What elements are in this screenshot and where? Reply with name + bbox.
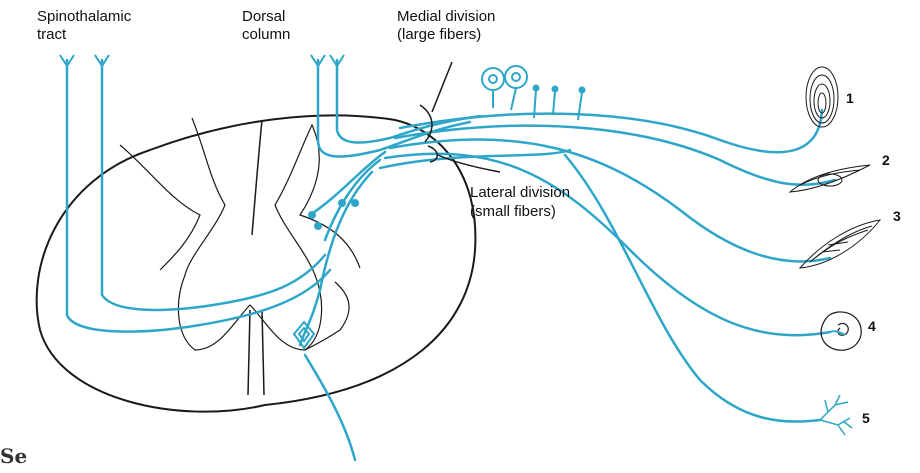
spinothalamic-fibers: [67, 60, 330, 332]
synaptic-terminals: [308, 199, 359, 230]
receptor-3-muscle-spindle: [800, 220, 880, 268]
receptor-number-3: 3: [893, 208, 901, 224]
label-dorsal-line2: column: [242, 26, 290, 44]
intraspinal-fibers: [300, 152, 385, 460]
dorsal-root-fibers: [380, 110, 835, 422]
receptor-number-5: 5: [862, 410, 870, 426]
fiber-to-receptor-4: [385, 154, 830, 336]
ganglion-cell-large-1: [482, 68, 504, 90]
label-lateral-line1: Lateral division: [470, 184, 570, 202]
label-dorsal-line1: Dorsal: [242, 8, 285, 26]
label-medial-line2: (large fibers): [397, 26, 481, 44]
spinothalamic-fiber-inner: [102, 60, 325, 310]
receptor-2-ending: [790, 165, 870, 192]
label-spinothalamic-line2: tract: [37, 26, 66, 44]
ganglion-cell-large-1-nucleus: [489, 75, 497, 83]
ventral-fissure: [248, 310, 264, 395]
label-medial-line1: Medial division: [397, 8, 495, 26]
corner-text-fragment: Se: [0, 444, 27, 468]
receptor-4-encapsulated-ending: [821, 312, 861, 350]
dorsal-median-septum: [252, 120, 262, 235]
receptor-1-lamellated-corpuscle: [806, 67, 838, 127]
spinothalamic-fiber-outer: [67, 60, 330, 332]
ganglion-cell-small-bodies: [533, 85, 586, 94]
dorsal-column-fiber-tips: [311, 55, 344, 66]
receptor-number-2: 2: [882, 152, 890, 168]
receptor-4-fiber-tip: [830, 331, 845, 335]
ganglion-cell-large-2-nucleus: [512, 73, 520, 81]
label-spinothalamic-line1: Spinothalamic: [37, 8, 131, 26]
gray-matter: [178, 118, 360, 350]
fiber-to-receptor-5: [565, 155, 820, 422]
ganglion-cells: [482, 66, 582, 120]
ganglion-cell-large-2: [505, 66, 527, 88]
label-lateral-line2: (small fibers): [470, 203, 556, 221]
receptor-number-1: 1: [846, 90, 854, 106]
dorsal-column-fibers: [318, 60, 480, 157]
receptor-5-free-nerve-endings: [820, 395, 852, 435]
gray-matter-left-horn: [120, 145, 200, 270]
receptor-number-4: 4: [868, 318, 876, 334]
lateral-division-fiber: [380, 150, 570, 168]
medial-division-pointer: [432, 62, 452, 112]
